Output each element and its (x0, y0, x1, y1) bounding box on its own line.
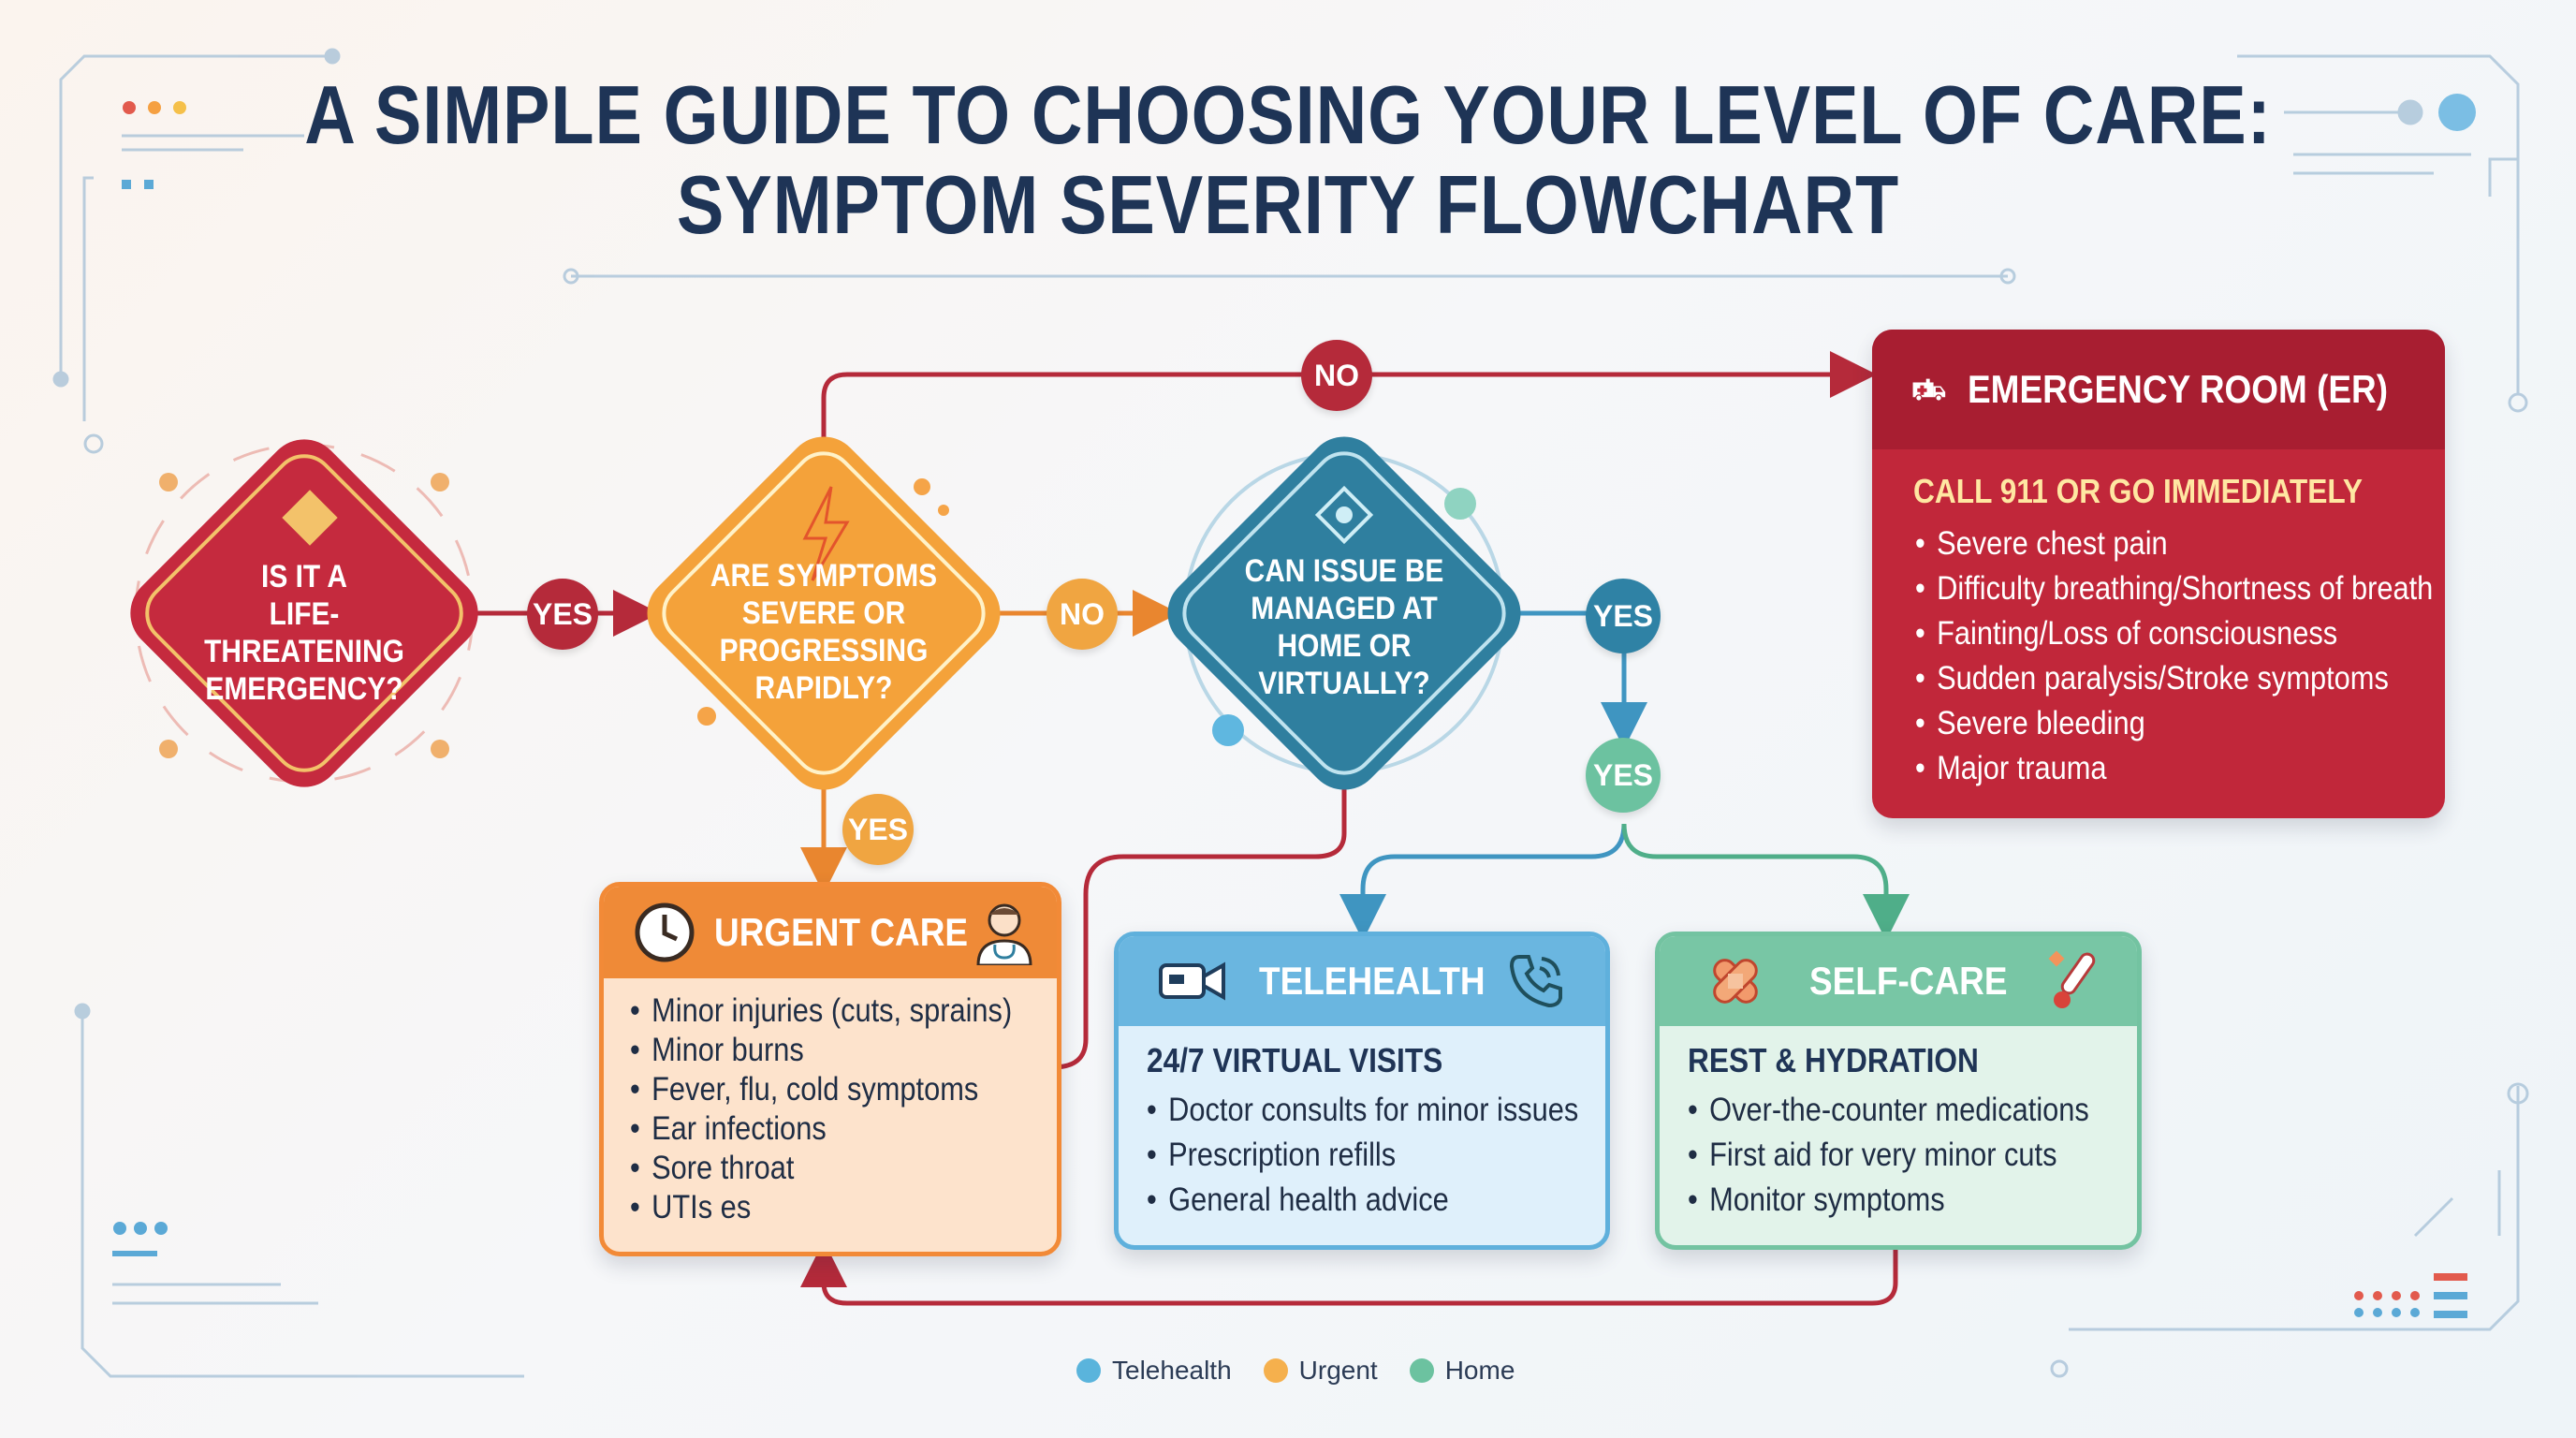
self-care-item: Monitor symptoms (1688, 1178, 2089, 1223)
legend-label: Urgent (1298, 1356, 1378, 1385)
self-care-card-subtitle: REST & HYDRATION (1688, 1041, 1979, 1079)
telehealth-item: Doctor consults for minor issues (1147, 1088, 1578, 1133)
connector-selfcare-to-urgent (800, 1240, 1898, 1306)
er-symptom-item: Difficulty breathing/Shortness of breath (1915, 566, 2433, 611)
urgent-care-item: Sore throat (630, 1149, 1012, 1188)
telehealth-card-subtitle: 24/7 VIRTUAL VISITS (1147, 1041, 1443, 1079)
legend-label: Telehealth (1112, 1356, 1232, 1385)
doctor-icon (976, 903, 1032, 965)
emergency-question-diamond (130, 439, 478, 787)
telehealth-card-header: TELEHEALTH (1119, 936, 1605, 1026)
legend-item-telehealth: Telehealth (1076, 1356, 1232, 1386)
circuit-decoration (52, 48, 2529, 1378)
edge-label-no: NO (1046, 579, 1118, 650)
home-question-text: CAN ISSUE BE MANAGED AT HOME OR VIRTUALL… (1224, 552, 1463, 702)
home-question-diamond (1167, 436, 1521, 790)
urgent-care-item: Minor burns (630, 1031, 1012, 1070)
decorative-dots (112, 101, 2467, 1318)
edge-label-yes: YES (527, 579, 598, 650)
edge-label-yes: YES (1586, 579, 1661, 653)
urgent-care-item: UTIs es (630, 1188, 1012, 1227)
telehealth-item: Prescription refills (1147, 1133, 1578, 1178)
severe-question-line: ARE SYMPTOMS (710, 558, 938, 594)
urgent-care-card-title: URGENT CARE (714, 910, 969, 954)
legend-item-home: Home (1409, 1356, 1515, 1386)
legend-dot-icon (1076, 1358, 1101, 1383)
page-title-line-2: SYMPTOM SEVERITY FLOWCHART (676, 158, 1900, 251)
er-card-title: EMERGENCY ROOM (ER) (1967, 367, 2388, 411)
self-care-item: First aid for very minor cuts (1688, 1133, 2089, 1178)
severe-question-diamond (647, 436, 1001, 790)
clock-icon (635, 902, 695, 962)
page-title-line-1: A SIMPLE GUIDE TO CHOOSING YOUR LEVEL OF… (304, 68, 2272, 161)
er-symptom-item: Severe chest pain (1915, 521, 2433, 566)
telehealth-card: TELEHEALTH 24/7 VIRTUAL VISITS Doctor co… (1114, 932, 1610, 1250)
severe-question-line: SEVERE OR (741, 595, 906, 631)
legend-label: Home (1444, 1356, 1515, 1385)
self-care-card: SELF-CARE REST & HYDRATION Over-the-coun… (1655, 932, 2142, 1250)
telehealth-card-title: TELEHEALTH (1259, 959, 1486, 1003)
urgent-care-item: Minor injuries (cuts, sprains) (630, 991, 1012, 1031)
home-question-line: CAN ISSUE BE (1244, 553, 1444, 589)
legend: Telehealth Urgent Home (1076, 1356, 1515, 1386)
connector-home-to-urgent (1052, 786, 1347, 1070)
connector-no-top (821, 351, 1877, 449)
connector-split-tele (1339, 823, 1627, 941)
legend-dot-icon (1409, 1358, 1434, 1383)
severe-question-text: ARE SYMPTOMS SEVERE OR PROGRESSING RAPID… (704, 557, 943, 707)
urgent-care-list: Minor injuries (cuts, sprains) Minor bur… (630, 991, 1057, 1227)
urgent-care-item: Ear infections (630, 1109, 1012, 1149)
emergency-question-line: IS IT A (261, 559, 347, 594)
phone-icon (1509, 955, 1562, 1008)
er-symptom-item: Fainting/Loss of consciousness (1915, 611, 2433, 656)
home-question-line: HOME OR (1277, 628, 1412, 664)
er-symptom-list: Severe chest pain Difficulty breathing/S… (1915, 521, 2445, 791)
bandage-icon (1713, 959, 1758, 1004)
er-symptom-item: Severe bleeding (1915, 701, 2433, 746)
legend-dot-icon (1263, 1358, 1288, 1383)
home-question-line: VIRTUALLY? (1258, 666, 1430, 701)
ambulance-icon (1912, 378, 1946, 402)
telehealth-list: Doctor consults for minor issues Prescri… (1147, 1088, 1605, 1223)
urgent-care-item: Fever, flu, cold symptoms (630, 1070, 1012, 1109)
er-card-header: EMERGENCY ROOM (ER) (1872, 330, 2445, 449)
emergency-question-text: IS IT A LIFE-THREATENING EMERGENCY? (181, 558, 428, 708)
connector-split-self (1621, 823, 1910, 941)
urgent-care-card-header: URGENT CARE (604, 887, 1057, 978)
er-symptom-item: Sudden paralysis/Stroke symptoms (1915, 656, 2433, 701)
edge-label-no: NO (1301, 340, 1372, 411)
er-card-subtitle: CALL 911 OR GO IMMEDIATELY (1913, 472, 2363, 510)
thermometer-icon (2048, 950, 2096, 1008)
er-card: EMERGENCY ROOM (ER) CALL 911 OR GO IMMED… (1872, 330, 2445, 818)
emergency-question-line: EMERGENCY? (205, 671, 403, 707)
edge-label-yes: YES (842, 794, 914, 865)
edge-label-yes: YES (1586, 738, 1661, 813)
self-care-list: Over-the-counter medications First aid f… (1688, 1088, 2137, 1223)
severe-question-line: PROGRESSING (719, 633, 929, 668)
home-question-line: MANAGED AT (1251, 591, 1438, 626)
video-camera-icon (1159, 961, 1225, 1001)
self-care-card-header: SELF-CARE (1660, 936, 2137, 1026)
urgent-care-card: URGENT CARE Minor injuries (cuts, sprain… (599, 882, 1061, 1256)
legend-item-urgent: Urgent (1263, 1356, 1378, 1386)
self-care-item: Over-the-counter medications (1688, 1088, 2089, 1133)
telehealth-item: General health advice (1147, 1178, 1578, 1223)
self-care-card-title: SELF-CARE (1809, 959, 2008, 1003)
er-symptom-item: Major trauma (1915, 746, 2433, 791)
severe-question-line: RAPIDLY? (754, 670, 893, 706)
emergency-question-line: LIFE-THREATENING (204, 596, 404, 669)
